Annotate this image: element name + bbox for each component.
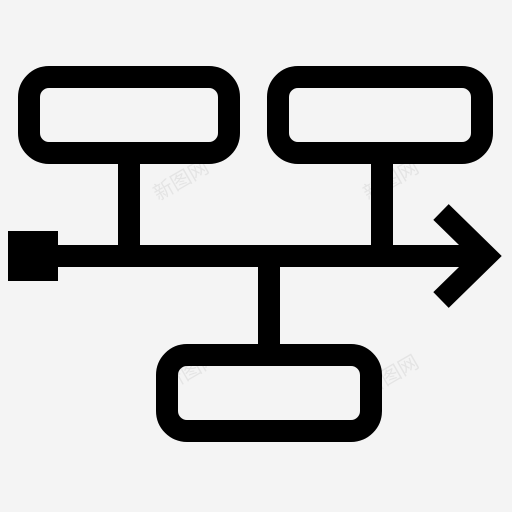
top-right-box	[267, 66, 493, 164]
top-left-box	[18, 66, 240, 164]
start-square	[8, 231, 58, 281]
arrowhead	[433, 204, 502, 308]
icon-strokes	[18, 66, 502, 442]
